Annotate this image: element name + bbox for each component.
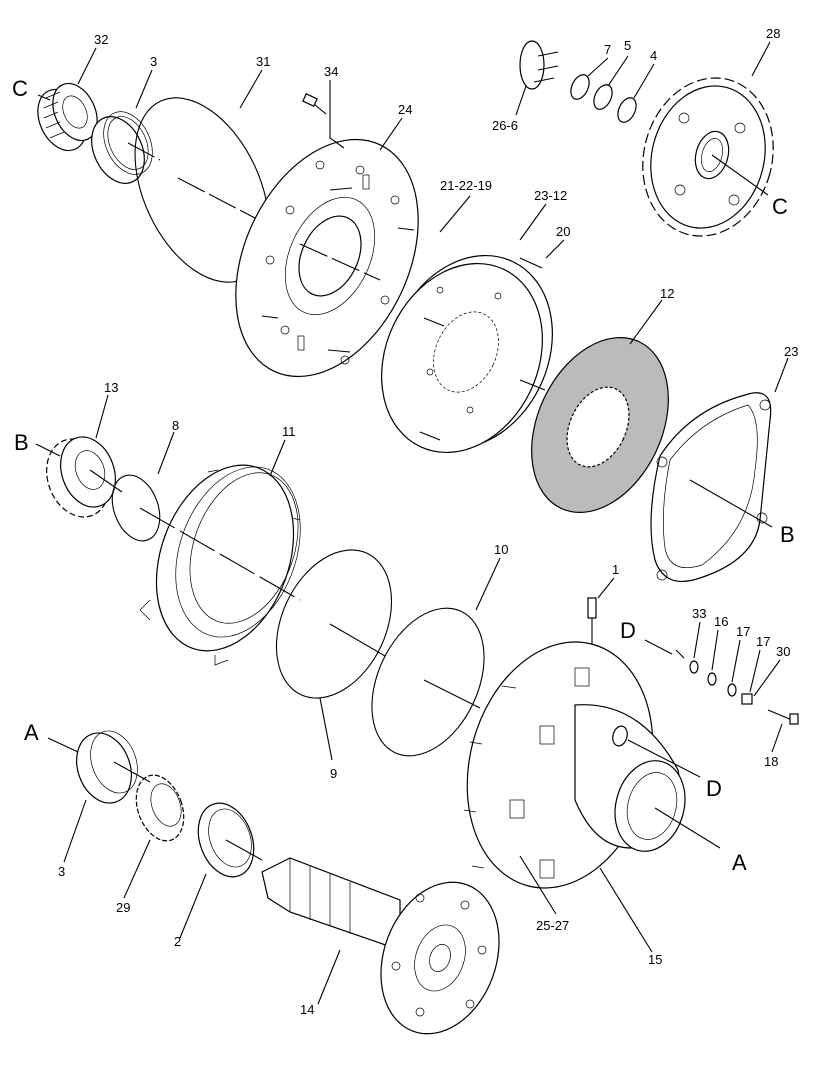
callout-17-a: 17: [736, 624, 750, 639]
callout-16: 16: [714, 614, 728, 629]
reference-letters: C C B B A A D D: [12, 76, 795, 875]
ref-letter-d-top: D: [620, 618, 636, 643]
callout-5: 5: [624, 38, 631, 53]
ref-letter-a-right: A: [732, 850, 747, 875]
callout-29: 29: [116, 900, 130, 915]
part-13-gear: [46, 436, 116, 518]
part-small-hardware: [675, 649, 799, 725]
callout-11: 11: [282, 424, 296, 439]
part-8-snap-ring: [111, 474, 161, 542]
part-24-hub-plate: [235, 138, 419, 378]
part-7-5-4-shims: [570, 74, 637, 123]
callout-15: 15: [648, 952, 662, 967]
callout-4: 4: [650, 48, 657, 63]
callout-12: 12: [660, 286, 674, 301]
leader-lines: [63, 41, 789, 1005]
callout-2: 2: [174, 934, 181, 949]
callout-10: 10: [494, 542, 508, 557]
callout-24: 24: [398, 102, 412, 117]
part-15-hub-housing: [463, 641, 686, 889]
callout-18: 18: [764, 754, 778, 769]
part-3-bearing-cup-bottom: [76, 730, 138, 804]
callout-34: 34: [324, 64, 338, 79]
callout-23-12: 23-12: [534, 188, 567, 203]
part-10-o-ring: [371, 607, 485, 757]
part-12-friction-disc: [531, 336, 669, 514]
part-11-carrier-housing: [139, 464, 301, 666]
part-23-gasket-plate: [650, 392, 772, 582]
part-26-6-pin-plate: [519, 40, 559, 90]
callout-7: 7: [604, 42, 611, 57]
part-1-fitting: [587, 597, 597, 650]
callout-30: 30: [776, 644, 790, 659]
callout-14: 14: [300, 1002, 314, 1017]
part-29-bearing-cone: [135, 774, 185, 842]
ref-letter-c-left: C: [12, 76, 28, 101]
callout-13: 13: [104, 380, 118, 395]
callout-17-b: 17: [756, 634, 770, 649]
callout-31: 31: [256, 54, 270, 69]
part-9-o-ring: [275, 549, 393, 699]
callout-25-27: 25-27: [536, 918, 569, 933]
callout-1: 1: [612, 562, 619, 577]
callout-3-top: 3: [150, 54, 157, 69]
ref-letter-b-right: B: [780, 522, 795, 547]
callout-3-bottom: 3: [58, 864, 65, 879]
callout-26-6: 26-6: [492, 118, 518, 133]
callout-labels: 32 3 31 34 24 7 5 4 28 26-6 21-22-19 23-…: [58, 26, 798, 1017]
ref-letter-d-right: D: [706, 776, 722, 801]
callout-23: 23: [784, 344, 798, 359]
assembly-axis-lines: [35, 94, 773, 861]
part-23-12-disc-stack: [381, 254, 553, 454]
callout-8: 8: [172, 418, 179, 433]
ref-letter-b-left: B: [14, 430, 29, 455]
part-34-bolt: [302, 93, 327, 115]
ref-letter-a-left: A: [24, 720, 39, 745]
part-3-bearing-cup-top: [91, 111, 153, 184]
ref-letter-c-right: C: [772, 194, 788, 219]
callout-32: 32: [94, 32, 108, 47]
part-20-pins: [419, 257, 543, 441]
callout-33: 33: [692, 606, 706, 621]
part-28-sprocket: [642, 77, 774, 237]
callout-21-22-19: 21-22-19: [440, 178, 492, 193]
callout-9: 9: [330, 766, 337, 781]
part-14-axle-shaft: [261, 857, 500, 1035]
callout-20: 20: [556, 224, 570, 239]
part-32-bearing-cone: [37, 82, 98, 152]
callout-28: 28: [766, 26, 780, 41]
